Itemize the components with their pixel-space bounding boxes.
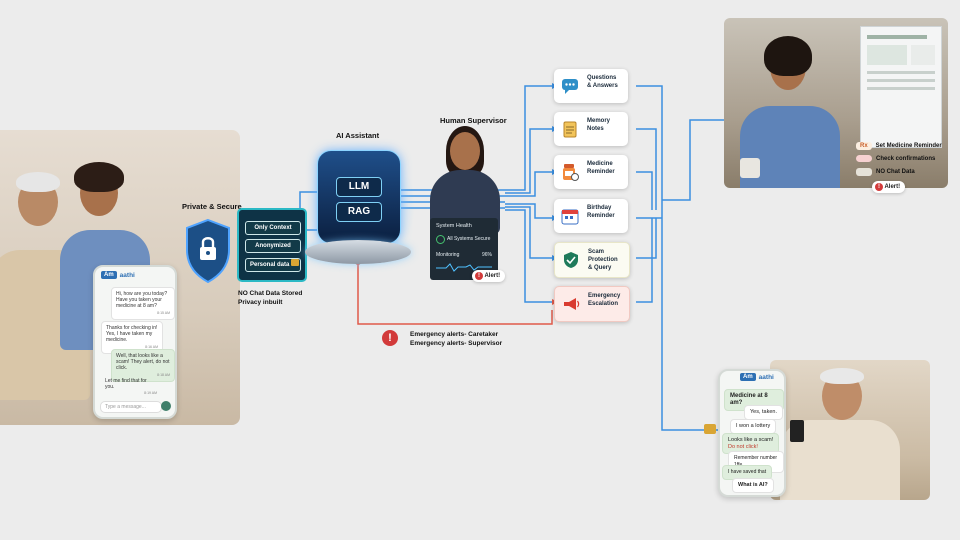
app-logo: Am	[740, 373, 756, 381]
send-button[interactable]	[161, 401, 171, 411]
chat-message: Hi, how are you today? Have you taken yo…	[111, 287, 175, 320]
ai-title: AI Assistant	[336, 131, 380, 140]
app-name: aathi	[758, 373, 774, 381]
message-input[interactable]: Type a message...	[100, 401, 162, 413]
privacy-note: NO Chat Data Stored Privacy inbuilt	[238, 290, 303, 306]
app-header: Am aathi	[95, 267, 175, 283]
monitor-title: System Health	[436, 223, 472, 229]
phone-in-hand	[790, 420, 804, 442]
chip-anonymized: Anonymized	[245, 239, 301, 253]
alert-icon: !	[875, 183, 883, 191]
chat-message: Yes, taken.	[744, 405, 784, 420]
app-logo: Am	[101, 271, 117, 279]
system-health-monitor: System Health All Systems Secure Monitor…	[430, 218, 498, 280]
rag-box: RAG	[336, 202, 382, 222]
shield-icon	[185, 218, 231, 284]
feature-card-qa[interactable]: Questions& Answers	[554, 69, 628, 103]
supervisor-alert[interactable]: ! Alert!	[472, 270, 506, 282]
monitor-status: All Systems Secure	[447, 236, 491, 242]
elderly-man-photo	[770, 360, 930, 500]
shield-check-icon	[564, 252, 578, 268]
task-set-medicine-reminder: Set Medicine Reminder	[875, 143, 942, 149]
task-check-confirmations: Check confirmations	[876, 155, 936, 162]
coffee-mug-icon	[740, 158, 760, 178]
feature-card-scam[interactable]: Scam Protection& Query	[554, 242, 630, 278]
calendar-icon	[561, 209, 579, 225]
chat-message: Well, that looks like a scam! They alert…	[111, 349, 175, 382]
padlock-icon	[291, 259, 299, 266]
chat-message: I won a lottery	[730, 419, 777, 434]
chat-phone-left: Am aathi Hi, how are you today? Have you…	[93, 265, 177, 419]
privacy-filter-stack: Only Context Anonymized Personal data	[237, 208, 307, 282]
check-circle-icon	[436, 235, 445, 244]
caretaker-photo	[724, 18, 948, 188]
pill-icon	[856, 155, 872, 162]
caretaker-task-list: Rx Set Medicine Reminder Check confirmat…	[856, 140, 956, 178]
emergency-alerts-text: Emergency alerts- Caretaker Emergency al…	[410, 331, 503, 347]
chat-phone-right: Am aathi Medicine at 8 am? Yes, taken. I…	[718, 369, 786, 497]
chip-only-context: Only Context	[245, 221, 301, 235]
ai-pedestal	[305, 240, 411, 264]
monitor-value: 96%	[482, 252, 493, 258]
rx-icon: Rx	[856, 142, 872, 150]
task-no-chat-data: NO Chat Data	[876, 168, 915, 175]
notepad-icon	[563, 121, 577, 138]
megaphone-icon	[564, 298, 580, 310]
chip-personal-data: Personal data	[245, 258, 301, 272]
app-name: aathi	[119, 271, 135, 279]
chat-message: What is AI?	[732, 478, 774, 493]
ai-core-cylinder	[317, 150, 401, 244]
alert-icon: !	[475, 272, 483, 280]
llm-box: LLM	[336, 177, 382, 197]
privacy-title: Private & Secure	[182, 202, 242, 211]
chat-bubble-icon	[562, 79, 578, 94]
lock-icon	[856, 167, 872, 176]
emergency-alert-icon: !	[382, 330, 398, 346]
app-header: Am aathi	[720, 371, 784, 383]
chat-message: Thanks for checking in! Yes, I have take…	[101, 321, 163, 354]
padlock-icon	[704, 424, 716, 434]
supervisor-title: Human Supervisor	[440, 116, 507, 125]
monitor-label: Monitoring	[436, 252, 460, 258]
pill-bottle-icon	[563, 164, 579, 181]
chat-message: Let me find that for you. 8:19 AM	[105, 378, 157, 396]
caretaker-dashboard-screen	[860, 26, 942, 148]
heartbeat-line-icon	[436, 263, 492, 272]
caretaker-alert[interactable]: ! Alert!	[872, 181, 906, 193]
